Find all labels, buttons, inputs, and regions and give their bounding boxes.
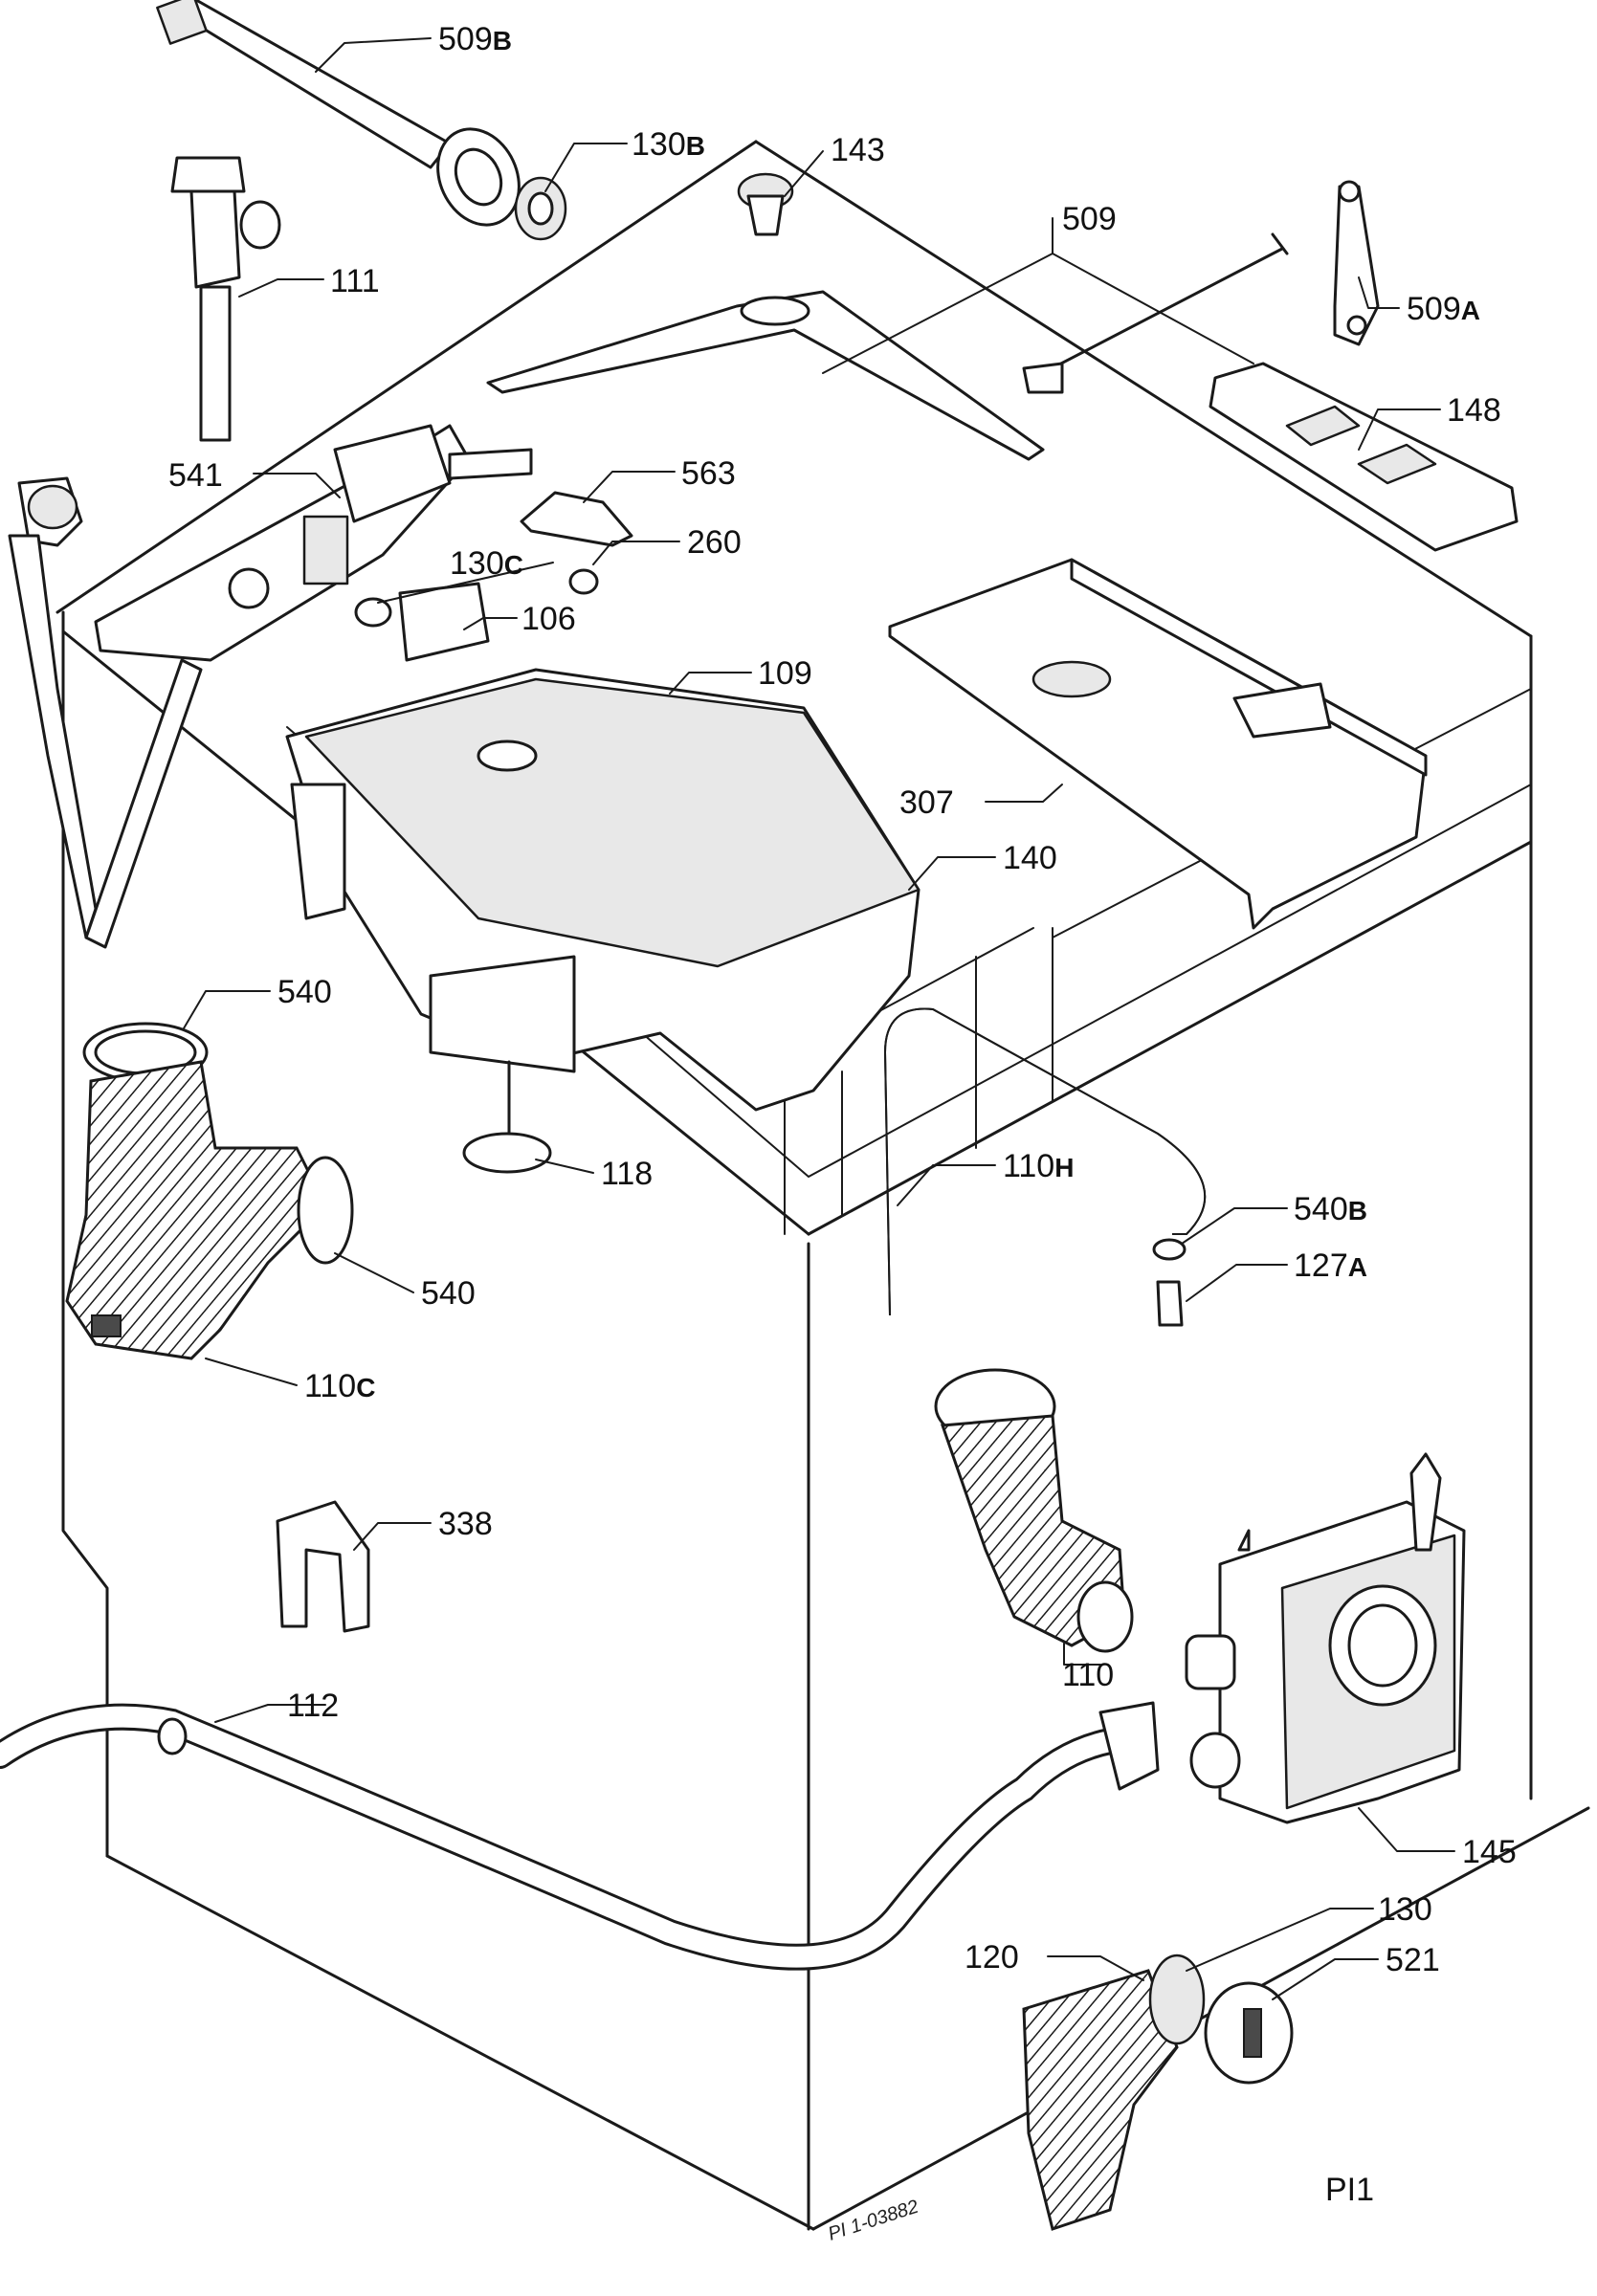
callout-labels: 509B 130B 143 509 509A 111 148 541 563 1…	[168, 21, 1517, 2245]
tub-hose-110	[934, 1368, 1134, 1653]
knob-143	[737, 172, 794, 236]
callout-112: 112	[287, 1688, 339, 1724]
pump-145	[1185, 1452, 1466, 1824]
callout-509b: 509B	[438, 21, 512, 57]
callout-120: 120	[965, 1939, 1019, 1976]
callout-541: 541	[168, 457, 223, 494]
sump-hose-110c	[65, 1060, 327, 1360]
callout-145: 145	[1462, 1834, 1517, 1870]
lever-509	[486, 232, 1289, 461]
sprayer-118	[462, 1060, 552, 1174]
sheet-label: PI1	[1325, 2172, 1374, 2208]
elbow-541	[8, 476, 203, 949]
callout-110h: 110H	[1003, 1148, 1074, 1184]
callout-106: 106	[521, 601, 576, 637]
callout-111: 111	[330, 263, 380, 299]
callout-307: 307	[899, 784, 954, 821]
callout-140: 140	[1003, 840, 1057, 876]
callout-130c: 130C	[450, 545, 523, 582]
callout-148: 148	[1447, 392, 1501, 429]
drain-hose-112	[0, 1701, 1160, 1971]
drawing-reference: PI 1-03882	[826, 2197, 921, 2245]
callout-130: 130	[1378, 1891, 1432, 1928]
callout-127a: 127A	[1294, 1247, 1367, 1284]
callout-540-mid: 540	[421, 1275, 476, 1312]
callout-109: 109	[758, 655, 812, 692]
nipple-127a	[1156, 1280, 1184, 1327]
clamp-540-mid	[297, 1156, 354, 1265]
hook-338	[276, 1500, 370, 1633]
callout-509a: 509A	[1407, 291, 1480, 327]
leader-lines	[183, 37, 1455, 2000]
callout-540b: 540B	[1294, 1191, 1367, 1227]
callout-118: 118	[601, 1156, 653, 1192]
callout-338: 338	[438, 1506, 493, 1542]
callout-563: 563	[681, 455, 736, 492]
callout-143: 143	[831, 132, 885, 168]
tube-111	[170, 156, 281, 442]
cap-521	[1204, 1981, 1294, 2085]
callout-110c: 110C	[304, 1368, 375, 1404]
ring-130	[1148, 1954, 1206, 2045]
callout-540-top: 540	[277, 974, 332, 1010]
callout-521: 521	[1386, 1942, 1440, 1978]
callout-130b: 130B	[632, 126, 705, 163]
housing-109	[285, 668, 920, 1112]
inlet-hose-509b	[156, 0, 567, 241]
clip-540b	[1152, 1238, 1187, 1261]
callout-509: 509	[1062, 201, 1117, 237]
handle-148	[1209, 362, 1519, 552]
bracket-541	[94, 424, 533, 662]
small-parts-cluster	[354, 491, 633, 662]
drawer-307	[888, 558, 1428, 930]
callout-260: 260	[687, 524, 742, 561]
callout-110: 110	[1062, 1657, 1114, 1693]
cam-509a	[1333, 180, 1380, 346]
hose-110h	[883, 1007, 1207, 1316]
